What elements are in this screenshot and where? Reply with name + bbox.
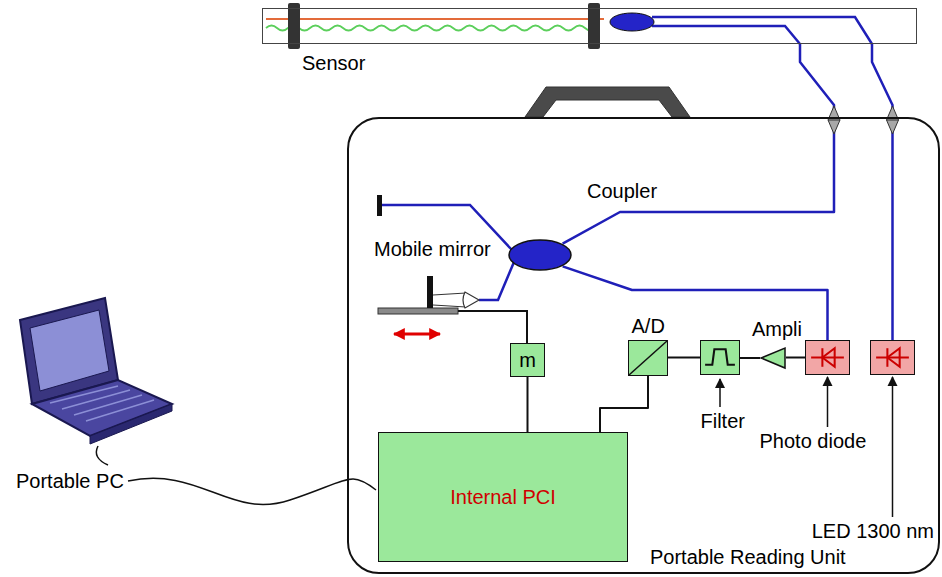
laptop-base	[32, 380, 172, 436]
pointer-arrow	[892, 377, 894, 517]
component-label: LED 1300 nm	[810, 520, 936, 543]
fiber-connector	[887, 120, 899, 121]
diode-symbol	[822, 348, 834, 367]
amplifier-triangle: Ampli	[760, 347, 786, 369]
component-label: A/D	[630, 315, 667, 338]
diode-symbol	[821, 348, 823, 367]
sensor-splice	[610, 13, 654, 31]
mirror-fiber	[479, 262, 514, 300]
fiber-connector	[828, 106, 840, 134]
diode-symbol	[876, 348, 909, 367]
converter-diagonal	[629, 341, 667, 375]
component-label: Filter	[699, 410, 747, 433]
optical-fiber	[872, 44, 893, 340]
optical-fiber	[563, 44, 834, 244]
reading-unit-case: CouplermA/DAmpliFilterPhoto diodeLED 130…	[347, 117, 940, 574]
pci-box: Internal PCI	[378, 432, 628, 562]
diode-symbol	[876, 356, 909, 358]
led-box: LED 1300 nm	[870, 340, 915, 375]
signal-wire	[740, 357, 760, 359]
bandpass-symbol	[705, 349, 735, 364]
fiber-connector	[828, 106, 840, 134]
case-handle	[525, 87, 690, 117]
mirror-stage	[378, 308, 458, 314]
laptop-edge	[90, 404, 172, 444]
laptop-screen	[30, 310, 109, 391]
diode-symbol	[811, 348, 844, 367]
photodiode-box: Photo diode	[805, 340, 850, 375]
signal-wire	[600, 376, 648, 432]
fiber-connector	[828, 120, 840, 121]
optical-fiber	[563, 266, 828, 340]
filter-box: Filter	[700, 340, 740, 375]
pc-leader	[96, 446, 108, 465]
pc-cable	[128, 478, 376, 504]
photodiode-box-outline	[806, 341, 849, 374]
sensor-wave-line	[266, 26, 596, 31]
sensor-fiber-line	[266, 18, 604, 20]
pointer-arrow	[719, 379, 721, 407]
component-label: Sensor	[300, 52, 367, 75]
adc-box: A/D	[628, 340, 668, 376]
sensor-tube: Sensor	[262, 8, 917, 44]
motor-box: m	[510, 343, 545, 377]
pointer-arrow	[827, 377, 829, 427]
sensor-clamp	[588, 3, 600, 49]
sensor-lead-fiber	[652, 26, 800, 44]
diode-symbol	[886, 348, 888, 367]
amplifier-symbol	[761, 348, 785, 368]
fiber-coupler: Coupler	[508, 239, 572, 271]
filter-box-outline	[701, 341, 739, 374]
diode-symbol	[887, 348, 899, 367]
sensor-lead-fiber	[652, 17, 872, 44]
component-label: Portable Reading Unit	[648, 546, 848, 569]
adc-box-outline	[629, 341, 667, 375]
mirror	[427, 276, 433, 308]
collimator-lens	[463, 292, 479, 308]
component-label: m	[519, 349, 536, 372]
part-label: Portable PC	[14, 470, 126, 493]
motion-arrow	[394, 333, 440, 336]
amplifier-triangle-outline	[760, 347, 786, 369]
diode-symbol	[811, 356, 844, 358]
component-label: Internal PCI	[450, 486, 556, 509]
fiber-connector	[887, 106, 899, 134]
sensor-clamp	[288, 3, 300, 49]
signal-wire	[668, 357, 700, 359]
component-label: Photo diode	[758, 430, 869, 453]
laptop-lid	[20, 298, 118, 404]
motor-wire	[458, 311, 527, 343]
led-box-outline	[871, 341, 914, 374]
mirror-beam	[433, 293, 466, 307]
fiber-terminator	[377, 195, 382, 216]
fiber-connector	[887, 106, 899, 134]
laptop-keys	[50, 386, 154, 421]
fiber-coupler-outline	[508, 239, 572, 271]
signal-wire	[786, 357, 805, 359]
signal-wire	[527, 377, 529, 432]
component-label: Coupler	[585, 180, 659, 203]
coupler-ellipse	[509, 240, 571, 270]
component-label: Ampli	[750, 318, 804, 341]
part-label: Mobile mirror	[372, 238, 493, 261]
